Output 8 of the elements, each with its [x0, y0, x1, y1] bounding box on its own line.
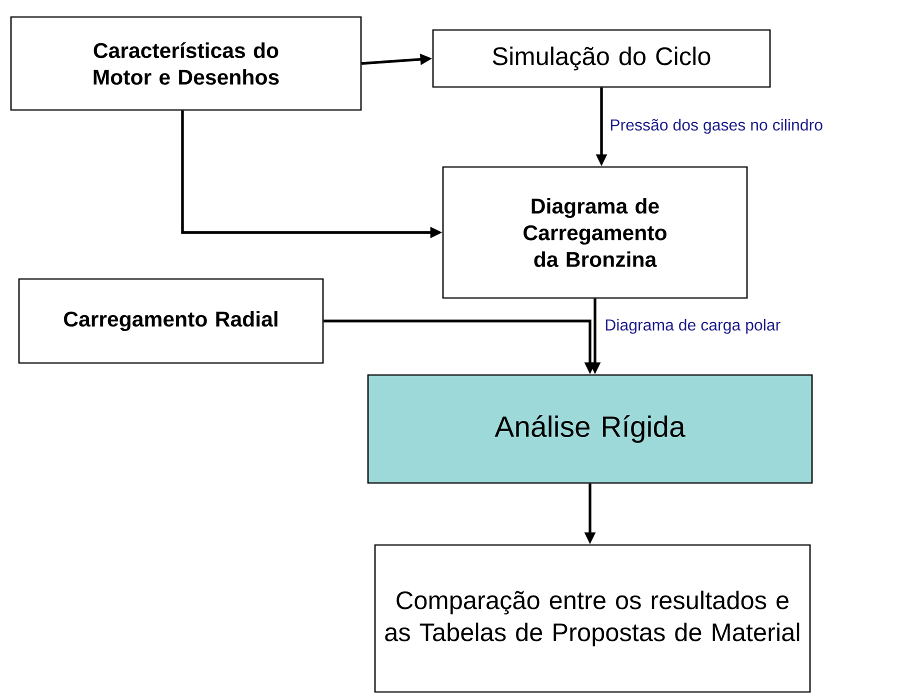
- result-box: Comparação entre os resultados e as Tabelas de Propostas de Material: [374, 544, 811, 693]
- process-box: Análise Rígida: [367, 374, 813, 484]
- edge-label: Pressão dos gases no cilindro: [608, 118, 824, 136]
- input-box: Características do Motor e Desenhos: [10, 16, 362, 111]
- process-box: Simulação do Ciclo: [432, 29, 771, 88]
- input-box: Carregamento Radial: [18, 278, 324, 364]
- process-box: Diagrama de Carregamento da Bronzina: [442, 166, 748, 299]
- edge-label: Diagrama de carga polar: [603, 318, 782, 336]
